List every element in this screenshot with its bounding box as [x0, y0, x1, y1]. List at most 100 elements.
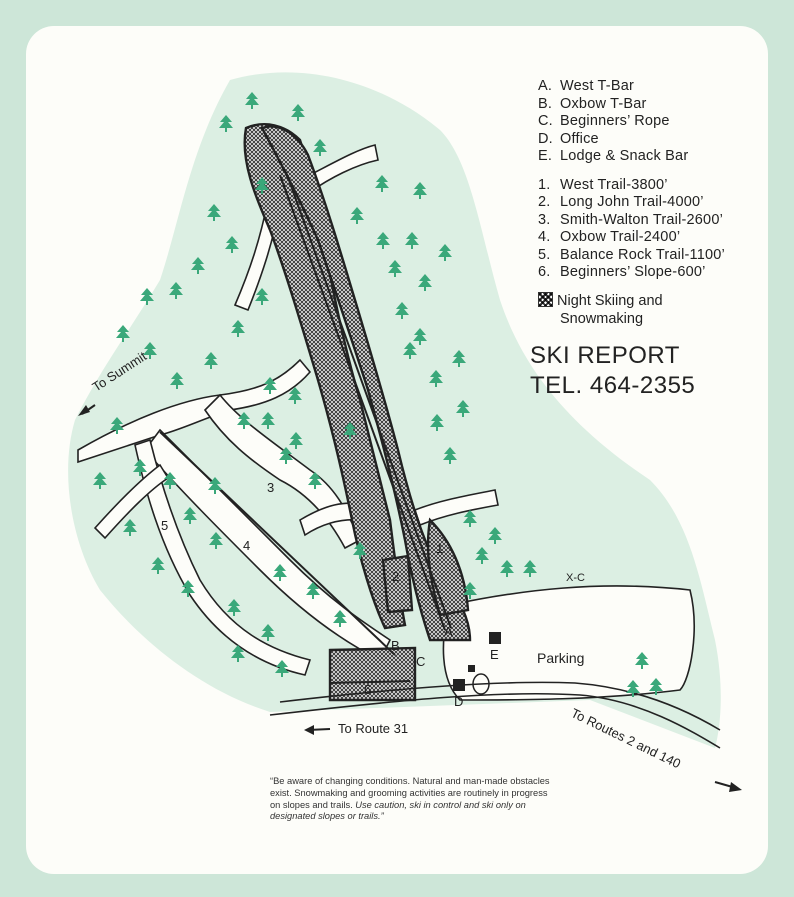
trail-key: 2.	[538, 194, 551, 210]
ski-report-title: SKI REPORT	[530, 342, 680, 369]
tree-icon	[204, 352, 218, 369]
ski-report: SKI REPORT TEL. 464-2355	[530, 341, 695, 401]
safety-notice-text: “Be aware of changing conditions. Natura…	[270, 776, 550, 810]
trail-2-label: 2	[392, 569, 399, 584]
lift-lines	[159, 171, 452, 684]
trail-map: To Summit To Route 31 To Routes 2 and 14…	[68, 72, 742, 792]
trail-map-sheet: To Summit To Route 31 To Routes 2 and 14…	[26, 26, 768, 874]
facility-key: B.	[538, 95, 553, 112]
tree-icon	[463, 582, 477, 599]
tree-icon	[350, 207, 364, 224]
tree-icon	[170, 372, 184, 389]
facility-label: Oxbow T-Bar	[560, 95, 647, 112]
tree-icon	[403, 342, 417, 359]
tree-icon	[169, 282, 183, 299]
trail-label: Smith-Walton Trail-2600’	[560, 211, 724, 228]
night-skiing-label: Night Skiing and	[557, 293, 663, 309]
facility-label: Lodge & Snack Bar	[560, 148, 689, 164]
facility-item: E. Lodge & Snack Bar	[538, 148, 725, 166]
trail-item: 1.West Trail-3800’	[538, 177, 725, 195]
tree-icon	[353, 542, 367, 559]
tree-icon	[255, 288, 269, 305]
tree-icon	[231, 645, 245, 662]
facility-item: D.Office	[538, 131, 725, 149]
tree-icon	[429, 370, 443, 387]
tree-icon	[413, 182, 427, 199]
night-skiing-legend: Night Skiing and Snowmaking	[538, 292, 663, 328]
trail-key: 5.	[538, 246, 551, 263]
tree-icon	[209, 532, 223, 549]
tree-icon	[263, 377, 277, 394]
tree-icon	[452, 350, 466, 367]
trail-6-label: 6	[364, 682, 371, 697]
trail-4-label: 4	[243, 538, 250, 553]
trail-1-label: 1	[436, 541, 443, 556]
night-skiing-trails	[243, 123, 472, 702]
tree-icon	[375, 175, 389, 192]
tree-icon	[333, 610, 347, 627]
tree-icon	[463, 510, 477, 527]
to-route-31-label: To Route 31	[338, 721, 408, 736]
tree-icon	[183, 507, 197, 524]
tree-icon	[649, 678, 663, 695]
tree-icon	[225, 236, 239, 253]
tree-icon	[405, 232, 419, 249]
small-building-icon	[468, 665, 475, 672]
safety-notice-italic: Use caution, ski in control and ski only…	[270, 799, 526, 822]
ski-report-phone: TEL. 464-2355	[530, 372, 696, 399]
trail-label: Oxbow Trail-2400’	[560, 229, 681, 245]
tree-icon	[245, 92, 259, 109]
lodge-building-icon	[489, 632, 501, 644]
tree-icon	[93, 472, 107, 489]
tree-icon	[438, 244, 452, 261]
tree-icon	[288, 387, 302, 404]
trail-label: Beginners’ Slope-600’	[560, 264, 706, 280]
tree-icon	[306, 582, 320, 599]
trail-item: 6. Beginners’ Slope-600’	[538, 264, 725, 282]
lift-a-label: A	[444, 624, 453, 639]
trail-label: Balance Rock Trail-1100’	[560, 246, 725, 263]
lift-c-label: C	[416, 654, 425, 669]
trail-key: 3.	[538, 211, 551, 228]
tree-icon	[635, 652, 649, 669]
tree-icon	[430, 414, 444, 431]
facility-label: West T-Bar	[560, 78, 634, 94]
safety-notice: “Be aware of changing conditions. Natura…	[270, 776, 550, 823]
facility-key: D.	[538, 130, 553, 147]
tree-icon	[191, 257, 205, 274]
roads	[269, 681, 721, 749]
trail-key: 6.	[538, 264, 551, 280]
tree-icon	[163, 472, 177, 489]
tree-icon	[289, 432, 303, 449]
tree-icon	[388, 260, 402, 277]
trail-item: 2.Long John Trail-4000’	[538, 194, 725, 212]
tree-icon	[500, 560, 514, 577]
facility-item: A. West T-Bar	[538, 78, 725, 96]
tree-icon	[255, 177, 269, 194]
tree-icon	[376, 232, 390, 249]
tree-icon	[291, 104, 305, 121]
night-skiing-swatch-icon	[538, 292, 553, 307]
trail-5-label: 5	[161, 518, 168, 533]
tree-icon	[140, 288, 154, 305]
facility-key: C.	[538, 113, 553, 129]
tree-icon	[116, 325, 130, 342]
trail-item: 5. Balance Rock Trail-1100’	[538, 247, 725, 265]
tree-icon	[273, 564, 287, 581]
facility-item: C. Beginners’ Rope	[538, 113, 725, 131]
trails-list: 1.West Trail-3800’2.Long John Trail-4000…	[538, 177, 725, 282]
parking-label: Parking	[537, 650, 584, 666]
tree-icon	[523, 560, 537, 577]
xc-label: X-C	[566, 572, 585, 584]
tree-icon	[488, 527, 502, 544]
forest	[93, 92, 663, 697]
tree-icon	[313, 139, 327, 156]
trail-key: 4.	[538, 229, 551, 245]
facility-label: Beginners’ Rope	[560, 113, 670, 129]
tree-icon	[475, 547, 489, 564]
facility-key: A.	[538, 78, 553, 94]
facility-key: E.	[538, 148, 553, 164]
tree-icon	[219, 115, 233, 132]
trail-key: 1.	[538, 176, 551, 193]
